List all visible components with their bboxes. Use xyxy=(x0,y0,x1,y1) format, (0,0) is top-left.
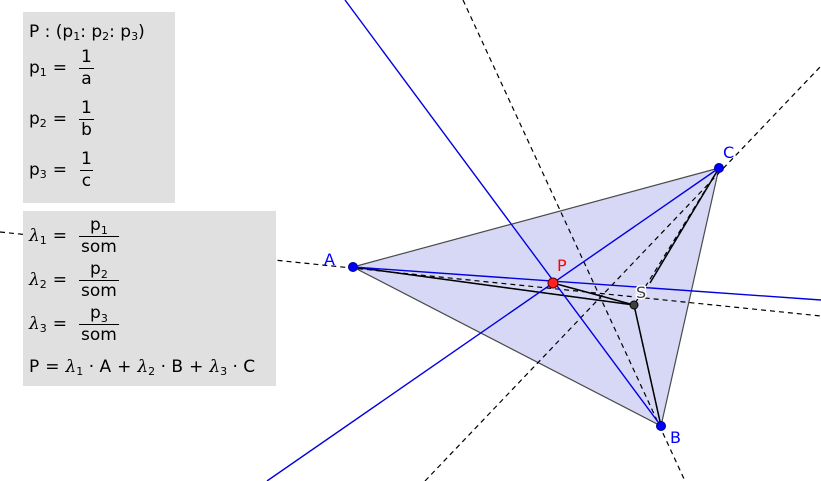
lambda1-num-p: p xyxy=(90,215,101,235)
lambda1-eq: = xyxy=(52,226,68,246)
lambda2-den: som xyxy=(79,280,119,301)
lambda3-num-sub: 3 xyxy=(100,312,108,325)
p-def-sep1: : p xyxy=(80,22,103,42)
p1-sub: 1 xyxy=(39,66,47,79)
segment-s-a xyxy=(352,266,635,306)
blue-line-through-b xyxy=(344,0,662,427)
lambda3-sub: 3 xyxy=(39,322,47,335)
lambda2-eq: = xyxy=(52,270,68,290)
segment-s-c xyxy=(649,167,720,284)
lambda3-num: p3 xyxy=(88,303,110,325)
p1-eq: = xyxy=(52,58,68,78)
formula-lambda2: λ xyxy=(137,357,149,377)
lambda3-num-p: p xyxy=(90,303,101,323)
dashed-line-through-c xyxy=(424,65,821,481)
label-s: S xyxy=(636,283,646,302)
lambda1-den: som xyxy=(79,236,119,257)
segment-s-b xyxy=(633,304,662,427)
p2-lhs: p xyxy=(29,109,40,129)
segment-s-p xyxy=(552,282,635,306)
lambda2-sub: 2 xyxy=(39,278,47,291)
p1-den: a xyxy=(79,68,94,89)
formula-plus2: + xyxy=(189,357,204,377)
point-b[interactable] xyxy=(656,421,666,431)
point-s[interactable] xyxy=(629,300,639,310)
formula-term-c: · C xyxy=(232,357,256,377)
formula-lambda3: λ xyxy=(209,357,221,377)
lambda1-num: p1 xyxy=(88,215,110,237)
dashed-line-through-b xyxy=(462,0,686,481)
p2-den: b xyxy=(79,119,94,140)
p-def-sub3: 3 xyxy=(131,30,139,43)
lambda1-symbol: λ xyxy=(29,226,40,246)
lambda3-eq: = xyxy=(52,314,68,334)
triangle-abc xyxy=(351,167,720,427)
label-b: B xyxy=(670,428,681,447)
lambda1-sub: 1 xyxy=(39,234,47,247)
p2-num: 1 xyxy=(81,98,92,118)
lambda2-num-p: p xyxy=(90,259,101,279)
p3-eq: = xyxy=(52,160,68,180)
formula-eq: = xyxy=(45,357,60,377)
p3-num: 1 xyxy=(81,149,92,169)
lambda2-num-sub: 2 xyxy=(100,268,108,281)
p2-eq: = xyxy=(52,109,68,129)
lambda2-symbol: λ xyxy=(29,270,40,290)
p3-sub: 3 xyxy=(39,168,47,181)
p1-num: 1 xyxy=(81,47,92,67)
p3-lhs: p xyxy=(29,160,40,180)
p2-sub: 2 xyxy=(39,117,47,130)
p-def-sep2: : p xyxy=(109,22,132,42)
p-def-sub2: 2 xyxy=(102,30,110,43)
blue-line-through-c xyxy=(266,167,720,481)
formula-term-b: · B xyxy=(160,357,184,377)
lambda3-den: som xyxy=(79,324,119,345)
formula-lambda1-sub: 1 xyxy=(76,365,84,378)
blue-line-through-a xyxy=(352,266,821,301)
label-p: P xyxy=(557,256,567,275)
formula-lambda1: λ xyxy=(65,357,77,377)
point-a[interactable] xyxy=(348,262,358,272)
p3-den: c xyxy=(79,170,94,191)
label-a: A xyxy=(324,250,335,269)
p-def-sub1: 1 xyxy=(73,30,81,43)
point-c[interactable] xyxy=(714,163,724,173)
lambda1-num-sub: 1 xyxy=(100,224,108,237)
point-p[interactable] xyxy=(547,277,559,289)
label-c: C xyxy=(723,143,734,162)
formula-lhs: P xyxy=(29,357,40,377)
lambda3-symbol: λ xyxy=(29,314,40,334)
formula-lambda3-sub: 3 xyxy=(220,365,228,378)
p-def-end: ) xyxy=(138,22,145,42)
formula-lambda2-sub: 2 xyxy=(148,365,156,378)
lambda2-num: p2 xyxy=(88,259,110,281)
formula-term-a: · A xyxy=(88,357,112,377)
p-def-lhs: P : (p xyxy=(29,22,74,42)
formula-plus1: + xyxy=(117,357,132,377)
p1-lhs: p xyxy=(29,58,40,78)
